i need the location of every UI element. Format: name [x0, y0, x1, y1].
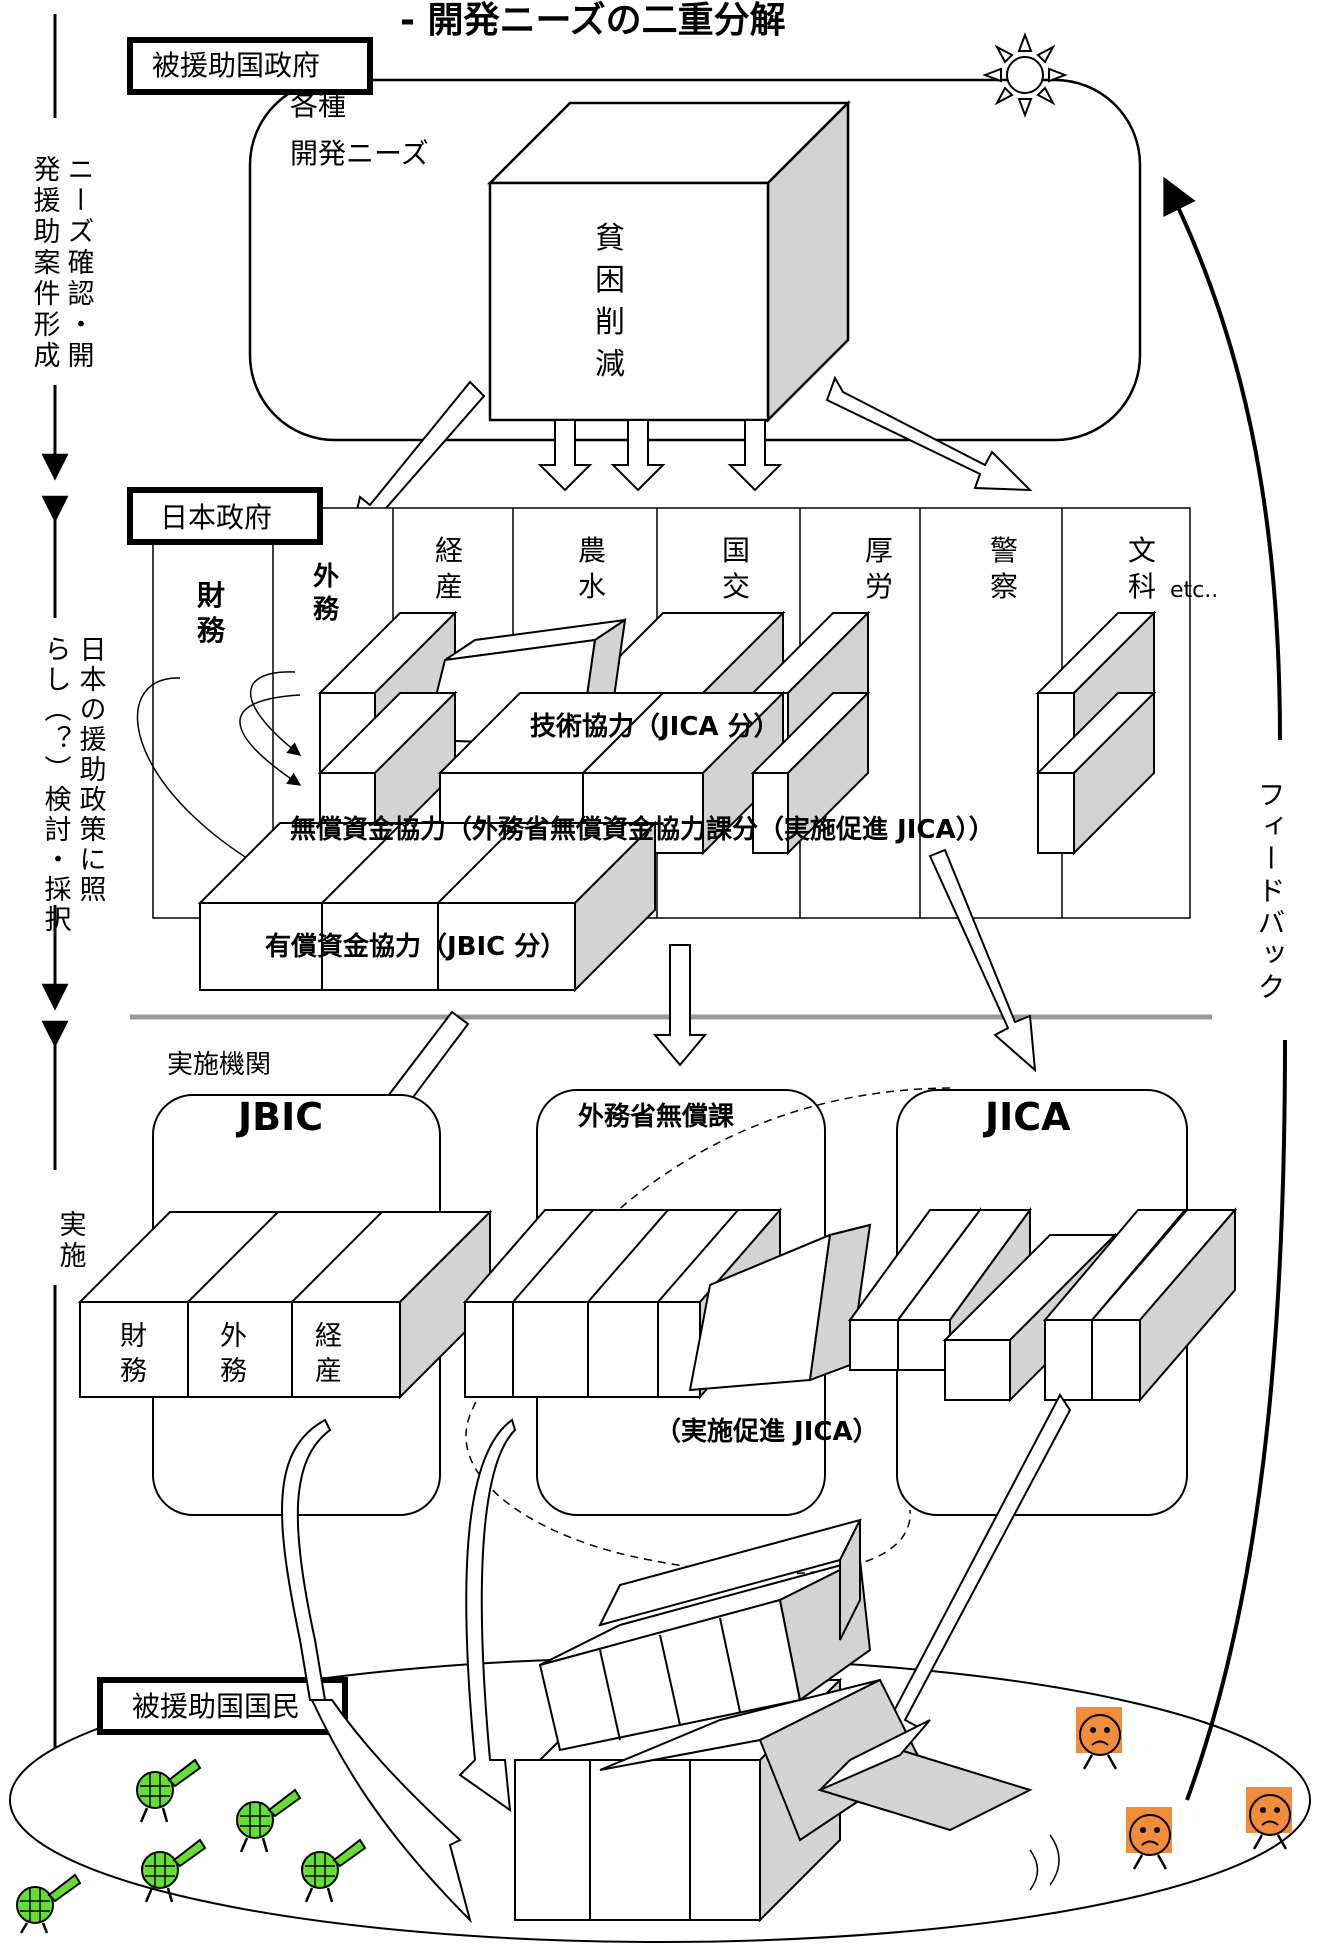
ministry-keisan-2: 産 [435, 570, 463, 603]
poverty-char-2: 困 [595, 263, 625, 298]
recipient-gov-label: 被援助国政府 [152, 49, 320, 82]
happy-person-icon [16, 1873, 82, 1934]
grant-aid-label: 無償資金協力（外務省無償資金協力課分（実施促進 JICA）） [290, 814, 995, 845]
ministry-etc: etc.. [1170, 578, 1218, 603]
jbic-block-gaimu-2: 務 [220, 1356, 247, 1387]
motion-lines [1029, 1834, 1060, 1891]
promotion-label: （実施促進 JICA） [655, 1416, 879, 1447]
ministry-gaimu-1: 外 [313, 562, 339, 592]
ministry-zaimu-1: 財 [197, 579, 225, 612]
ministry-zaimu-2: 務 [197, 614, 226, 647]
policy-curve-arrows [136, 671, 302, 889]
feedback-label: フィードバック [1254, 780, 1287, 1004]
jbic-block-zaimu-1: 財 [120, 1321, 147, 1352]
poverty-char-3: 削 [595, 305, 625, 340]
jbic-block-gaimu-1: 外 [220, 1321, 247, 1352]
poverty-reduction-cube [486, 99, 852, 424]
loan-aid-label: 有償資金協力（JBIC 分） [265, 931, 566, 962]
jbic-block-keisan-1: 経 [315, 1321, 342, 1352]
needs-line1: 各種 [290, 89, 346, 122]
sun-icon [982, 32, 1068, 118]
ministry-kourou-1: 厚 [865, 534, 893, 567]
sad-person-icon [1076, 1707, 1122, 1770]
happy-person-icon [236, 1788, 302, 1853]
ministry-gaimu-2: 務 [313, 595, 340, 625]
ministry-keisan-1: 経 [435, 534, 463, 567]
tumbled-blocks [514, 1518, 1033, 1923]
happy-person-icon [136, 1758, 202, 1823]
jbic-label: JBIC [235, 1095, 323, 1139]
jbic-blocks [77, 1209, 493, 1400]
phase-formation-b: 発援助案件形成 [29, 155, 61, 372]
sad-person-icon [1246, 1787, 1292, 1850]
ministry-monka-1: 文 [1128, 534, 1156, 567]
jica-label: JICA [982, 1095, 1071, 1139]
delivery-arrows [281, 1393, 1072, 1924]
mofa-grant-blocks [462, 1207, 872, 1400]
promotion-dashed-link [465, 1087, 951, 1575]
ministry-kourou-2: 労 [865, 570, 893, 603]
sad-person-icon [1126, 1807, 1172, 1870]
phase-selection-a: 日本の援助政策に照 [75, 635, 107, 905]
ministry-monka-2: 科 [1128, 570, 1156, 603]
jbic-block-zaimu-2: 務 [120, 1356, 147, 1387]
needs-line2: 開発ニーズ [290, 137, 429, 170]
ministry-keisatsu-2: 察 [990, 570, 1018, 603]
agencies-label: 実施機関 [167, 1050, 271, 1080]
japan-gov-blocks [197, 610, 1157, 993]
poverty-char-4: 減 [595, 347, 625, 382]
phase-selection-b: らし（？）検討・採択 [40, 635, 72, 935]
japan-gov-label: 日本政府 [160, 501, 272, 534]
tech-coop-label: 技術協力（JICA 分） [530, 712, 780, 742]
recipient-people-label: 被援助国国民 [132, 1690, 300, 1723]
ministry-kokko-2: 交 [722, 570, 750, 603]
ministry-nousui-1: 農 [578, 534, 606, 567]
phase-formation-a: ニーズ確認・開 [63, 155, 95, 372]
ministry-nousui-2: 水 [578, 570, 606, 603]
recipient-people-label-box [97, 1677, 348, 1735]
happy-person-icon [141, 1838, 207, 1903]
happy-person-icon [301, 1838, 367, 1903]
ministry-kokko-1: 国 [722, 534, 750, 567]
recipient-gov-label-box [127, 37, 373, 95]
phase-implementation: 実施 [55, 1210, 87, 1272]
jbic-block-keisan-2: 産 [315, 1356, 342, 1387]
japan-gov-label-box [127, 487, 323, 545]
poverty-char-1: 貧 [595, 221, 625, 256]
ministry-keisatsu-1: 警 [990, 534, 1018, 567]
mofa-grant-label: 外務省無償課 [578, 1101, 735, 1132]
page-title: - 開発ニーズの二重分解 [400, 0, 786, 41]
feedback-arrow [1163, 176, 1287, 1801]
jica-blocks [848, 1206, 1238, 1403]
